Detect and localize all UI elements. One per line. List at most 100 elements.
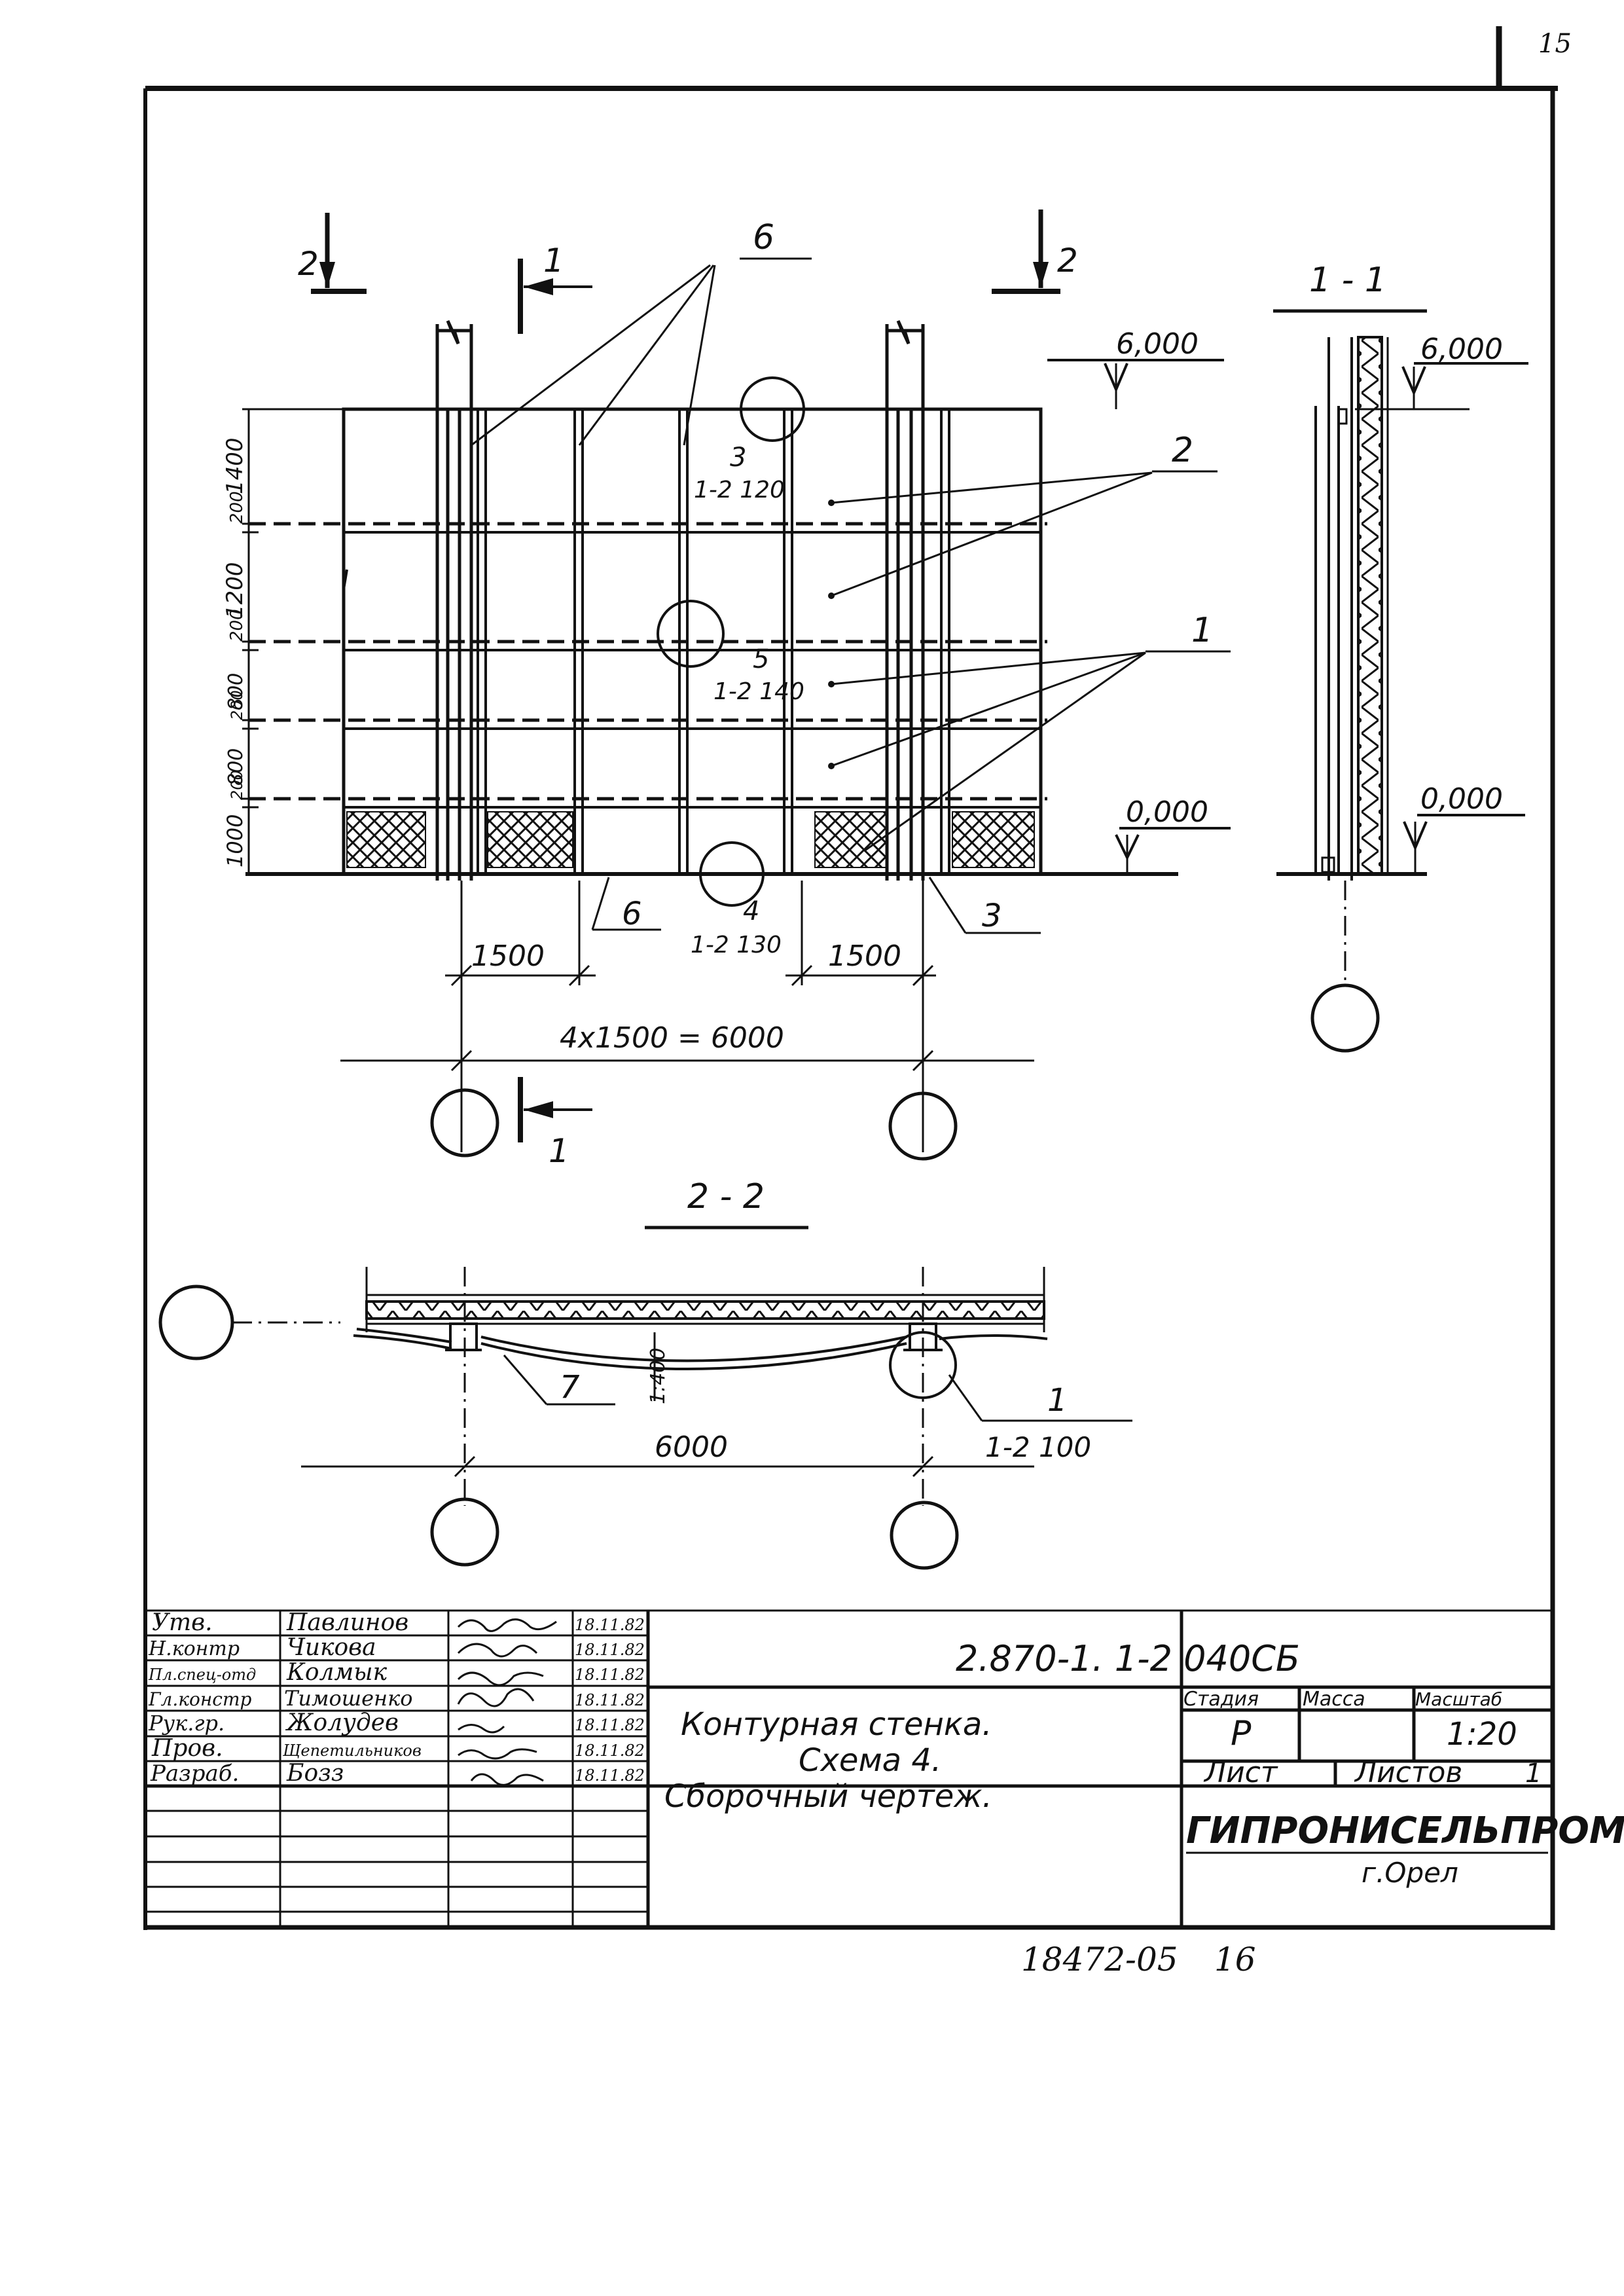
row-date-3: 18.11.82 [575, 1691, 645, 1709]
title-line-3: Сборочный чертеж. [664, 1778, 992, 1815]
title-line-2: Схема 4. [799, 1742, 941, 1779]
row-role-6: Разраб. [150, 1760, 239, 1787]
svg-text:4: 4 [743, 896, 759, 926]
archive-page: 16 [1214, 1941, 1256, 1978]
callout-6-top: 6 [471, 218, 812, 446]
row-name-4: Жолудев [285, 1709, 399, 1736]
section-mark-1-bottom: 1 [518, 1077, 592, 1170]
row-role-1: Н.контр [148, 1637, 240, 1660]
row-role-0: Утв. [152, 1609, 213, 1636]
section-2-2: 2 - 2 1:400 7 1 1-2 [158, 1177, 1132, 1570]
scale-value: 1:20 [1447, 1716, 1517, 1753]
section-1-1-title: 1 - 1 [1309, 261, 1386, 300]
sheets-label: Листов [1354, 1756, 1462, 1789]
callout-6-bottom: 6 [591, 877, 661, 932]
svg-text:1: 1 [549, 1132, 569, 1170]
row-name-1: Чикова [287, 1634, 376, 1661]
section-1-1-axis-circle [1310, 983, 1380, 1053]
sheet-number: 15 [1538, 29, 1572, 59]
section-2-2-callout-1: 1 [1047, 1382, 1068, 1419]
svg-text:1: 1 [543, 242, 564, 280]
svg-text:1-2 130: 1-2 130 [691, 932, 782, 958]
dim-1500-left: 1500 [471, 939, 545, 973]
svg-text:5: 5 [753, 644, 769, 674]
dim-800-b: 800 [225, 748, 247, 786]
row-name-3: Тимошенко [284, 1686, 412, 1711]
plan-dimensions [340, 881, 1034, 1152]
section-mark-1-top: 1 [518, 242, 592, 334]
section-2-2-slope: 1:400 [647, 1348, 670, 1404]
node-3: 3 1-2 120 [694, 376, 805, 503]
axis-circle-right [888, 1091, 958, 1161]
svg-text:1-2 140: 1-2 140 [713, 678, 804, 705]
org-name: ГИПРОНИСЕЛЬПРОМ [1186, 1810, 1624, 1852]
svg-text:6: 6 [753, 218, 774, 257]
row-date-4: 18.11.82 [575, 1716, 645, 1734]
svg-text:2: 2 [1172, 431, 1193, 470]
sheets-count: 1 [1525, 1758, 1542, 1789]
node-4: 4 1-2 130 [691, 841, 782, 958]
doc-code: 2.870-1. 1-2 040СБ [956, 1638, 1300, 1679]
row-role-3: Гл.констр [148, 1688, 252, 1710]
row-name-0: Павлинов [286, 1609, 408, 1636]
sheet-frame [143, 26, 1558, 1930]
dim-total-plan: 4x1500 = 6000 [560, 1021, 784, 1055]
title-line-1: Контурная стенка. [681, 1706, 992, 1743]
sheet-label: Лист [1203, 1756, 1278, 1789]
archive-code: 18472-05 [1021, 1941, 1178, 1978]
row-role-2: Пл.спец-отд [148, 1666, 256, 1684]
row-name-5: Щепетильников [282, 1741, 422, 1760]
dim-1400: 1400 [222, 437, 248, 494]
row-role-4: Рук.гр. [148, 1711, 225, 1736]
svg-text:1: 1 [1191, 611, 1213, 650]
row-date-1: 18.11.82 [575, 1641, 645, 1659]
signatures [457, 1618, 557, 1786]
section-2-2-title: 2 - 2 [687, 1177, 765, 1216]
section-2-2-callout-7: 7 [560, 1369, 580, 1406]
section-2-2-axis-circle-left [158, 1285, 234, 1360]
col-stage-label: Стадия [1183, 1688, 1259, 1711]
row-name-2: Колмык [286, 1659, 388, 1686]
section-mark-2-right: 2 [992, 210, 1078, 294]
dim-1200: 1200 [222, 562, 248, 619]
section-2-2-dim-total: 6000 [655, 1430, 728, 1464]
axis-circle-left [430, 1088, 499, 1157]
row-name-6: Бозз [286, 1760, 344, 1787]
svg-text:1-2 120: 1-2 120 [694, 477, 785, 503]
title-block: Утв. Павлинов 18.11.82 Н.контр Чикова 18… [145, 1609, 1624, 1927]
dim-200-a: 200 [227, 491, 247, 524]
org-city: г.Орел [1362, 1857, 1458, 1889]
row-date-5: 18.11.82 [575, 1741, 645, 1760]
svg-text:3: 3 [982, 898, 1002, 934]
svg-text:6,000: 6,000 [1116, 327, 1199, 361]
section-2-2-axis-circle-b [890, 1501, 959, 1570]
dim-1500-right: 1500 [828, 939, 901, 973]
section-2-2-axis-circle-a [430, 1497, 499, 1567]
hatched-blocks [346, 811, 1035, 868]
dim-200-c: 200 [228, 690, 246, 720]
staff-rows: Утв. Павлинов 18.11.82 Н.контр Чикова 18… [148, 1609, 645, 1787]
svg-text:2: 2 [298, 245, 319, 283]
dim-1000: 1000 [223, 814, 247, 867]
dim-200-d: 200 [228, 770, 246, 800]
left-dimension-texts: 1400 200 1200 200 800 200 800 200 1000 [222, 437, 248, 867]
row-role-5: Пров. [151, 1735, 223, 1762]
section-mark-2-left: 2 [298, 213, 367, 294]
row-date-0: 18.11.82 [575, 1616, 645, 1634]
left-dimension-line [242, 408, 259, 874]
dim-800-a: 800 [225, 673, 247, 710]
callout-1: 1 [828, 611, 1231, 852]
callout-2: 2 [828, 431, 1218, 599]
svg-text:0,000: 0,000 [1126, 795, 1208, 829]
stage-value: Р [1231, 1714, 1252, 1753]
columns [435, 319, 925, 881]
row-date-6: 18.11.82 [575, 1766, 645, 1785]
section-1-1: 1 - 1 6,000 0,000 [1273, 261, 1528, 1053]
section-2-2-node-ref: 1-2 100 [985, 1431, 1091, 1463]
col-mass-label: Масса [1303, 1688, 1365, 1711]
panel-joints [249, 522, 1047, 801]
section-1-1-elev-bottom: 0,000 [1420, 782, 1503, 816]
callout-3-right: 3 [928, 877, 1041, 934]
